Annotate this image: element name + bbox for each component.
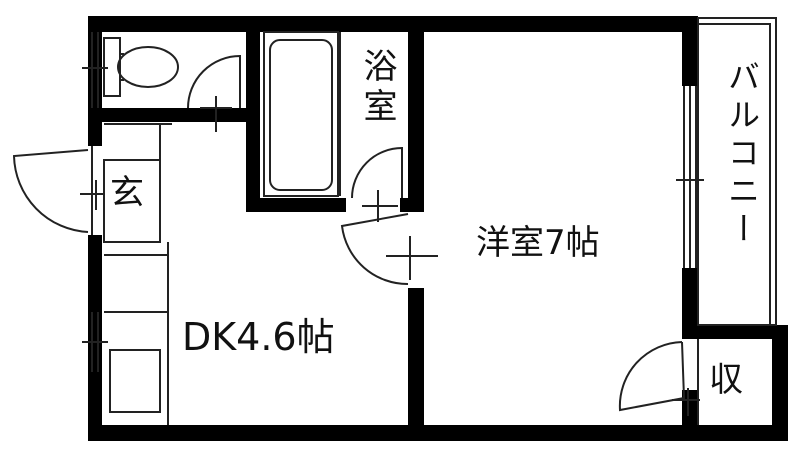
balcony-label: バルコニー	[723, 60, 761, 250]
wall-storage-right	[772, 325, 788, 441]
outer-walls	[88, 16, 788, 441]
interior-walls	[88, 16, 424, 441]
wall-bottom	[88, 425, 788, 441]
genkan-step	[103, 159, 161, 243]
wall-top	[88, 16, 698, 32]
wall-bath-bottom	[246, 198, 346, 212]
bathroom-label: 浴室	[357, 48, 397, 128]
bath-door-swing	[351, 146, 403, 199]
entrance-door-swing	[12, 149, 89, 233]
wall-room-left-lower	[408, 288, 424, 441]
dining-kitchen-label: DK4.6帖	[182, 315, 335, 359]
kitchen-sink	[109, 349, 161, 413]
room-door-swing	[340, 213, 409, 286]
thin-lines	[12, 17, 777, 425]
wall-room-left-upper	[408, 16, 424, 212]
storage-label: 収	[709, 360, 743, 400]
wall-right-upper	[682, 16, 698, 86]
wall-bath-left	[246, 16, 260, 212]
wall-toilet-bottom	[88, 108, 248, 122]
wall-right-lower	[682, 390, 698, 441]
balcony-inner	[697, 23, 771, 326]
entrance-label: 玄	[110, 173, 144, 213]
wall-right-mid	[682, 268, 698, 338]
storage-door-swing	[618, 341, 686, 412]
wall-bath-door-top	[400, 198, 424, 212]
wall-left-lower	[88, 235, 102, 441]
wall-storage-top	[682, 325, 788, 339]
toilet-door-swing	[187, 54, 241, 109]
wall-left-upper	[88, 16, 102, 146]
bathtub-outer	[263, 31, 339, 197]
toilet-bowl	[117, 46, 179, 88]
western-room-label: 洋室7帖	[476, 223, 600, 263]
bathtub-inner	[269, 39, 333, 191]
